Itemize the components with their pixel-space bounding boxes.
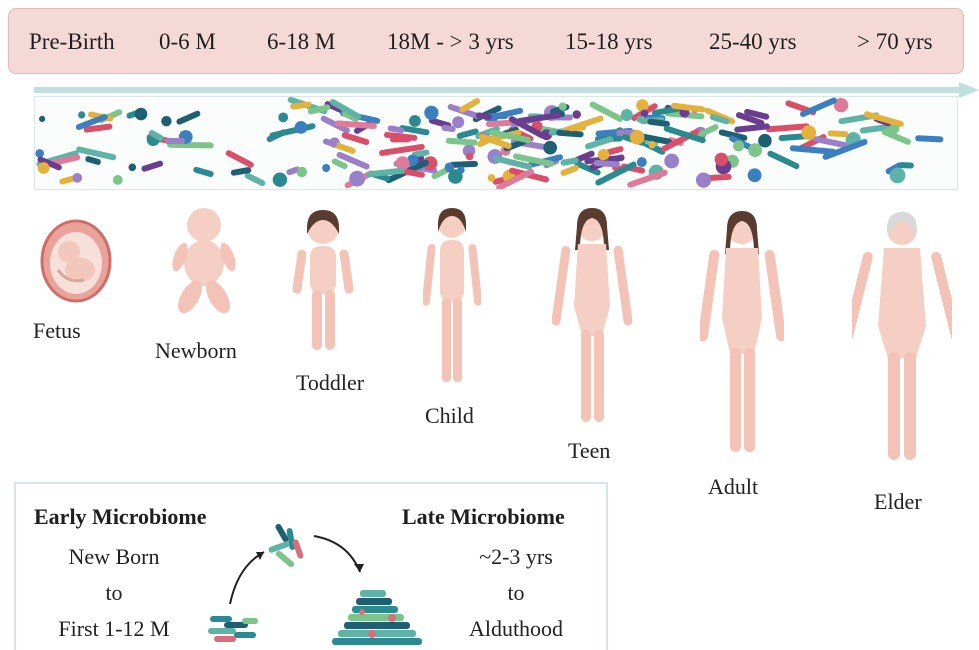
bacterium-rod bbox=[766, 150, 800, 170]
bacterium-coccus bbox=[801, 125, 816, 140]
middle-cluster bbox=[268, 523, 305, 569]
late-cluster bbox=[332, 590, 422, 645]
early-range-line-1: New Born bbox=[54, 544, 174, 570]
microbiome-growth-illustration bbox=[202, 522, 442, 650]
stage-label-toddler: Toddler bbox=[296, 370, 364, 396]
age-label-25-40yrs: 25-40 yrs bbox=[709, 9, 797, 75]
age-label-18m-3yrs: 18M - > 3 yrs bbox=[387, 9, 514, 75]
bacterium-rod bbox=[560, 164, 580, 177]
bacterium-coccus bbox=[649, 141, 656, 148]
bacterium-coccus bbox=[598, 149, 609, 160]
bacterium-coccus bbox=[78, 111, 85, 118]
bacterium-coccus bbox=[278, 113, 288, 123]
stage-label-teen: Teen bbox=[568, 438, 610, 464]
bacterium-coccus bbox=[572, 110, 581, 119]
child-figure bbox=[423, 206, 481, 386]
microbiome-density-band bbox=[34, 96, 958, 190]
age-label-pre-birth: Pre-Birth bbox=[29, 9, 115, 75]
bacterium-coccus bbox=[161, 116, 171, 126]
bacterium-rod bbox=[225, 149, 255, 169]
bacterium-rod bbox=[915, 135, 944, 142]
bacterium-coccus bbox=[448, 169, 463, 184]
bacterium-coccus bbox=[322, 164, 330, 172]
bacterium-coccus bbox=[39, 116, 45, 122]
growth-arrow-2 bbox=[314, 536, 360, 572]
age-label-6-18m: 6-18 M bbox=[267, 9, 335, 75]
early-range-line-2: to bbox=[54, 580, 174, 606]
bacterium-coccus bbox=[664, 154, 679, 169]
bacterium-coccus bbox=[35, 149, 44, 158]
stage-label-child: Child bbox=[425, 403, 474, 429]
early-microbiome-heading: Early Microbiome bbox=[34, 504, 207, 530]
bacterium-coccus bbox=[38, 162, 50, 174]
elder-figure bbox=[852, 208, 952, 466]
late-range-line-3: Alduthood bbox=[456, 616, 576, 642]
bacterium-coccus bbox=[637, 157, 647, 167]
stage-label-elder: Elder bbox=[874, 489, 922, 515]
bacterium-coccus bbox=[297, 167, 307, 177]
newborn-figure bbox=[168, 205, 240, 320]
bacterium-coccus bbox=[637, 116, 644, 123]
fetus-figure bbox=[38, 214, 114, 304]
bacterium-rod bbox=[626, 169, 668, 189]
age-label-over-70yrs: > 70 yrs bbox=[857, 9, 933, 75]
bacterium-rod bbox=[704, 107, 736, 125]
bacterium-coccus bbox=[641, 110, 648, 117]
bacterium-coccus bbox=[890, 168, 906, 184]
bacterium-rod bbox=[568, 124, 586, 131]
bacterium-coccus bbox=[273, 173, 287, 187]
bacterium-rod bbox=[141, 160, 164, 172]
early-cluster bbox=[208, 616, 258, 642]
bacterium-coccus bbox=[295, 121, 308, 134]
microbiome-comparison-box: Early Microbiome New Born to First 1-12 … bbox=[14, 482, 608, 650]
teen-figure bbox=[552, 206, 632, 426]
bacterium-coccus bbox=[466, 153, 474, 161]
bacterium-coccus bbox=[696, 173, 711, 188]
age-label-15-18yrs: 15-18 yrs bbox=[565, 9, 653, 75]
stage-label-fetus: Fetus bbox=[33, 318, 81, 344]
stage-label-adult: Adult bbox=[708, 474, 758, 500]
toddler-figure bbox=[292, 208, 354, 356]
bacterium-coccus bbox=[349, 171, 365, 187]
bacterium-rod bbox=[164, 138, 184, 144]
bacterium-coccus bbox=[559, 103, 567, 111]
bacterium-rod bbox=[827, 130, 848, 137]
age-range-bar: Pre-Birth 0-6 M 6-18 M 18M - > 3 yrs 15-… bbox=[8, 8, 964, 74]
bacterium-coccus bbox=[488, 174, 496, 182]
bacterium-coccus bbox=[748, 143, 762, 157]
late-range-line-2: to bbox=[456, 580, 576, 606]
bacterium-coccus bbox=[748, 168, 762, 182]
bacterium-coccus bbox=[424, 106, 438, 120]
bacterium-rod bbox=[175, 110, 201, 126]
microbe-illustration bbox=[35, 97, 957, 189]
early-range-line-3: First 1-12 M bbox=[42, 616, 186, 642]
bacterium-coccus bbox=[73, 173, 83, 183]
stage-label-newborn: Newborn bbox=[155, 338, 237, 364]
bacterium-rod bbox=[244, 172, 267, 187]
bacterium-rod bbox=[446, 138, 478, 146]
bacterium-rod bbox=[734, 123, 770, 133]
bacterium-coccus bbox=[135, 108, 148, 121]
bacterium-coccus bbox=[543, 141, 557, 155]
bacterium-rod bbox=[193, 166, 215, 178]
late-range-line-1: ~2-3 yrs bbox=[456, 544, 576, 570]
bacterium-rod bbox=[456, 128, 479, 140]
adult-figure bbox=[700, 208, 784, 456]
bacterium-coccus bbox=[715, 153, 728, 166]
bacterium-rod bbox=[899, 162, 914, 169]
bacterium-coccus bbox=[113, 175, 123, 185]
age-label-0-6m: 0-6 M bbox=[159, 9, 216, 75]
bacterium-coccus bbox=[409, 115, 421, 127]
bacterium-coccus bbox=[733, 140, 744, 151]
bacterium-coccus bbox=[636, 99, 648, 111]
bacterium-coccus bbox=[621, 109, 633, 121]
bacterium-coccus bbox=[630, 130, 645, 145]
bacterium-rod bbox=[390, 136, 411, 142]
bacterium-rod bbox=[341, 131, 370, 145]
bacterium-coccus bbox=[129, 164, 137, 172]
growth-arrow-1 bbox=[230, 552, 264, 604]
